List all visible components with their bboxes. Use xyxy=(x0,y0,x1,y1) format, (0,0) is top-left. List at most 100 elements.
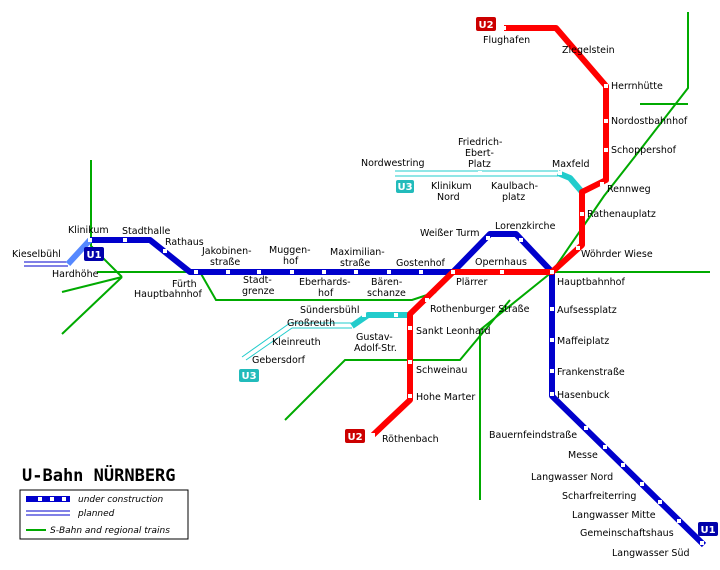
label-stadthalle: Stadthalle xyxy=(122,226,170,237)
marker-ziegelstein[interactable] xyxy=(559,48,563,52)
map-title: U-Bahn NÜRNBERG xyxy=(22,464,176,486)
marker-hauptbahnhof[interactable] xyxy=(550,270,554,274)
label-kleinreuth: Kleinreuth xyxy=(272,337,321,348)
marker-hasenbuck[interactable] xyxy=(550,392,554,396)
label-hohe-marter: Hohe Marter xyxy=(416,392,475,403)
marker-maffeiplatz[interactable] xyxy=(550,338,554,342)
marker-jakobinenstrasse[interactable] xyxy=(226,270,230,274)
label-friedrich-1: Friedrich- xyxy=(458,137,502,148)
station-labels: Flughafen Ziegelstein Herrnhütte Nordost… xyxy=(12,35,690,559)
marker-herrnhuette[interactable] xyxy=(604,84,608,88)
marker-sankt-leonhard[interactable] xyxy=(408,326,412,330)
marker-rennweg[interactable] xyxy=(600,182,604,186)
marker-frankenstrasse[interactable] xyxy=(550,369,554,373)
label-roethenbach: Röthenbach xyxy=(382,434,439,445)
label-scharfreiterring: Scharfreiterring xyxy=(562,491,636,502)
label-sankt-leonhard: Sankt Leonhard xyxy=(416,326,491,337)
marker-rothenburger[interactable] xyxy=(425,298,429,302)
marker-gemeinschaftshaus[interactable] xyxy=(677,519,681,523)
label-kaulbach-1: Kaulbach- xyxy=(491,181,538,192)
label-maximilian-1: Maximilian- xyxy=(330,247,385,258)
marker-baerenschanze[interactable] xyxy=(387,270,391,274)
label-flughafen: Flughafen xyxy=(483,35,530,46)
label-gemeinschaftshaus: Gemeinschaftshaus xyxy=(580,528,674,539)
label-maxfeld: Maxfeld xyxy=(552,159,590,170)
marker-opernhaus[interactable] xyxy=(500,270,504,274)
label-hauptbahnhof: Hauptbahnhof xyxy=(557,277,625,288)
legend-planned-label: planned xyxy=(77,509,115,519)
sbahn-northeast xyxy=(551,12,689,273)
marker-hohe-marter[interactable] xyxy=(408,394,412,398)
u1-planned xyxy=(24,261,68,267)
marker-friedrich-ebert[interactable] xyxy=(478,171,482,175)
label-stadtgrenze-1: Stadt- xyxy=(243,275,272,286)
station-markers xyxy=(88,26,704,545)
label-hasenbuck: Hasenbuck xyxy=(557,390,610,401)
marker-maxfeld[interactable] xyxy=(558,171,562,175)
label-herrnhuette: Herrnhütte xyxy=(611,81,663,92)
label-friedrich-2: Ebert- xyxy=(465,148,494,159)
legend-construction-label: under construction xyxy=(78,495,163,505)
badge-u2-north-label: U2 xyxy=(478,20,493,31)
marker-muggenhof[interactable] xyxy=(290,270,294,274)
label-fuerth-2: Hauptbahnhof xyxy=(134,289,202,300)
label-aufsessplatz: Aufsessplatz xyxy=(557,305,617,316)
marker-rathenauplatz[interactable] xyxy=(580,212,584,216)
marker-gostenhof[interactable] xyxy=(419,270,423,274)
sbahn-west-main xyxy=(97,271,437,301)
label-nordostbahnhof: Nordostbahnhof xyxy=(611,116,688,127)
legend-planned-swatch xyxy=(26,510,70,516)
legend-sbahn-label: S-Bahn and regional trains xyxy=(50,526,170,536)
label-friedrich-3: Platz xyxy=(468,159,491,170)
badge-u1-south-label: U1 xyxy=(700,525,715,536)
marker-aufsessplatz[interactable] xyxy=(550,307,554,311)
label-muggenhof-2: hof xyxy=(283,256,299,267)
marker-langwasser-nord[interactable] xyxy=(621,463,625,467)
badge-u3-south: U3 xyxy=(239,369,259,382)
label-ziegelstein: Ziegelstein xyxy=(562,45,615,56)
badge-u1-south: U1 xyxy=(698,522,718,536)
marker-schweinau[interactable] xyxy=(408,360,412,364)
marker-scharfreiterring[interactable] xyxy=(640,482,644,486)
label-fuerth-1: Fürth xyxy=(172,279,197,290)
marker-lorenzkirche[interactable] xyxy=(519,238,523,242)
marker-klinikum[interactable] xyxy=(88,238,92,242)
label-gustav-2: Adolf-Str. xyxy=(354,343,397,354)
marker-langwasser-sued[interactable] xyxy=(700,541,704,545)
label-baerenschanze-1: Bären- xyxy=(371,277,402,288)
marker-woehrder-wiese[interactable] xyxy=(576,246,580,250)
marker-stadthalle[interactable] xyxy=(123,238,127,242)
label-eberhardshof-1: Eberhards- xyxy=(299,277,351,288)
label-kaulbach-2: platz xyxy=(502,192,525,203)
u3-planned-southwest-b xyxy=(245,327,352,361)
marker-roethenbach[interactable] xyxy=(371,433,375,437)
label-stadtgrenze-2: grenze xyxy=(242,286,275,297)
marker-gustav-adolf[interactable] xyxy=(394,313,398,317)
label-klinikum-nord-2: Nord xyxy=(437,192,460,203)
badge-u3-south-label: U3 xyxy=(241,371,256,382)
marker-flughafen[interactable] xyxy=(502,26,506,30)
label-gostenhof: Gostenhof xyxy=(396,258,446,269)
marker-maximilianstrasse[interactable] xyxy=(354,270,358,274)
marker-langwasser-mitte[interactable] xyxy=(658,500,662,504)
label-rothenburger: Rothenburger Straße xyxy=(430,304,530,315)
sbahn-southwest xyxy=(61,276,123,335)
marker-suendersbuehl[interactable] xyxy=(362,313,366,317)
marker-weisser-turm[interactable] xyxy=(486,236,490,240)
marker-rathaus[interactable] xyxy=(163,249,167,253)
sbahn-south-2 xyxy=(284,299,511,421)
label-langwasser-sued: Langwasser Süd xyxy=(612,548,690,559)
marker-stadtgrenze[interactable] xyxy=(257,270,261,274)
marker-bauernfeindstrasse[interactable] xyxy=(584,426,588,430)
label-eberhardshof-2: hof xyxy=(318,288,334,299)
marker-eberhardshof[interactable] xyxy=(322,270,326,274)
marker-messe[interactable] xyxy=(603,445,607,449)
marker-fuerth-hbf[interactable] xyxy=(194,270,198,274)
badge-u3-north: U3 xyxy=(396,180,414,193)
label-jakobinen-1: Jakobinen- xyxy=(201,246,252,257)
marker-schoppershof[interactable] xyxy=(604,148,608,152)
marker-nordostbahnhof[interactable] xyxy=(604,119,608,123)
marker-plaerrer[interactable] xyxy=(451,270,455,274)
u1-construction xyxy=(65,237,93,267)
